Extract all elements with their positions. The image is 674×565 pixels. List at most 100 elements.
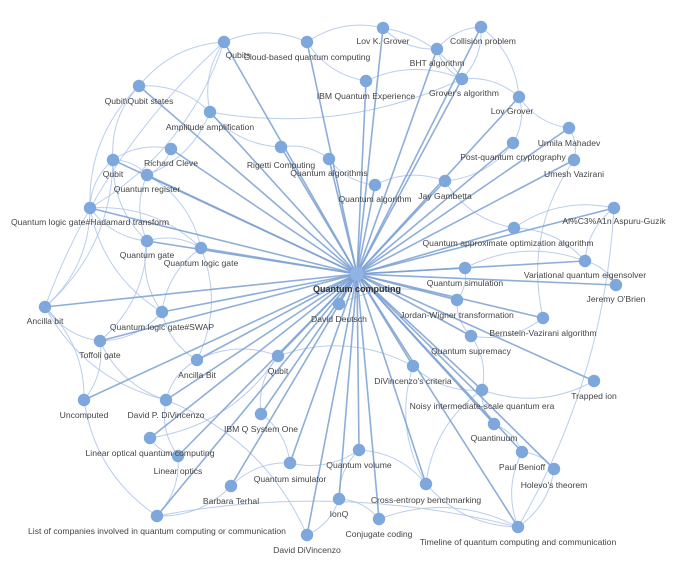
- graph-node-qvolume[interactable]: [352, 443, 366, 457]
- spoke-edge-toffoli: [99, 273, 358, 342]
- graph-edge: [89, 41, 225, 209]
- graph-node-rigetti[interactable]: [274, 140, 288, 154]
- graph-edge: [44, 306, 101, 342]
- node-label-qregister: Quantum register: [114, 184, 181, 194]
- graph-node-swap[interactable]: [155, 305, 169, 319]
- graph-node-supremacy[interactable]: [464, 329, 478, 343]
- graph-node-richard[interactable]: [164, 142, 178, 156]
- graph-node-collision[interactable]: [474, 20, 488, 34]
- graph-node-jeremy[interactable]: [609, 278, 623, 292]
- graph-node-xeb[interactable]: [419, 477, 433, 491]
- graph-edge: [358, 449, 427, 485]
- graph-node-quantinuum[interactable]: [487, 417, 501, 431]
- node-label-qubitstates: Qubit\Qubit states: [105, 96, 174, 106]
- spoke-edge-richard: [170, 148, 358, 275]
- graph-node-barbara[interactable]: [224, 479, 238, 493]
- node-label-linopt: Linear optics: [154, 466, 203, 476]
- graph-node-center[interactable]: [350, 267, 364, 281]
- graph-node-qubitstates[interactable]: [132, 79, 146, 93]
- graph-node-pqc[interactable]: [506, 136, 520, 150]
- graph-edge: [230, 462, 291, 487]
- graph-node-ancilla[interactable]: [38, 300, 52, 314]
- graph-node-qlogicgate[interactable]: [194, 241, 208, 255]
- graph-node-loqc[interactable]: [143, 431, 157, 445]
- spokes-layer: [44, 26, 617, 536]
- graph-edge: [99, 240, 148, 342]
- spoke-edge-swap: [161, 273, 358, 313]
- graph-node-bv[interactable]: [536, 311, 550, 325]
- node-label-ionq: IonQ: [330, 509, 349, 519]
- node-label-hadamard: Quantum logic gate#Hadamard transform: [11, 217, 169, 227]
- graph-edge: [480, 26, 520, 98]
- graph-node-qalgorithm[interactable]: [368, 178, 382, 192]
- graph-edge: [513, 227, 586, 262]
- graph-node-uncomputed[interactable]: [77, 393, 91, 407]
- graph-node-nisq[interactable]: [475, 383, 489, 397]
- graph-edge: [156, 455, 179, 517]
- spoke-edge-qalgorithms: [328, 158, 358, 275]
- graph-node-umesh[interactable]: [567, 153, 581, 167]
- graph-edge: [161, 311, 198, 361]
- spoke-edge-bv: [356, 273, 544, 319]
- graph-node-qsimulator[interactable]: [283, 456, 297, 470]
- graph-node-holevo[interactable]: [547, 462, 561, 476]
- graph-node-davidp[interactable]: [159, 393, 173, 407]
- graph-node-paul[interactable]: [515, 445, 529, 459]
- node-label-qalgorithms: Quantum algorithms: [290, 168, 367, 178]
- graph-edge: [44, 207, 91, 308]
- graph-edge: [260, 413, 291, 464]
- graph-node-linopt[interactable]: [171, 449, 185, 463]
- graph-edge: [365, 68, 463, 82]
- spoke-edge-holevo: [356, 273, 555, 470]
- graph-node-qalgorithms[interactable]: [322, 152, 336, 166]
- graph-node-qubit[interactable]: [106, 153, 120, 167]
- spoke-edge-trapped: [356, 273, 595, 382]
- graph-edge: [89, 207, 148, 242]
- graph-node-bht[interactable]: [430, 42, 444, 56]
- graph-edge: [138, 85, 211, 113]
- graph-node-qgate[interactable]: [140, 234, 154, 248]
- graph-node-cloud[interactable]: [300, 35, 314, 49]
- graph-node-conjugate[interactable]: [372, 512, 386, 526]
- graph-edge: [512, 96, 522, 144]
- graph-node-daviddiv[interactable]: [300, 528, 314, 542]
- graph-node-jay[interactable]: [438, 174, 452, 188]
- graph-node-trapped[interactable]: [587, 374, 601, 388]
- graph-node-hadamard[interactable]: [83, 201, 97, 215]
- graph-edge: [382, 27, 463, 80]
- node-label-qgate: Quantum gate: [120, 250, 175, 260]
- graph-node-qregister[interactable]: [140, 168, 154, 182]
- spoke-edge-bht: [356, 48, 438, 275]
- graph-node-ibmqe[interactable]: [359, 74, 373, 88]
- graph-node-ionq[interactable]: [332, 492, 346, 506]
- node-label-conjugate: Conjugate coding: [346, 529, 413, 539]
- node-label-alan: Al%C3%A1n Aspuru-Guzik: [562, 216, 666, 226]
- graph-node-timeline[interactable]: [511, 520, 525, 534]
- graph-node-qubits[interactable]: [217, 35, 231, 49]
- graph-node-lovgrover[interactable]: [512, 90, 526, 104]
- graph-node-qaoa[interactable]: [507, 221, 521, 235]
- node-label-quantinuum: Quantinuum: [471, 433, 518, 443]
- graph-node-qubit2[interactable]: [271, 349, 285, 363]
- graph-node-qsim[interactable]: [458, 261, 472, 275]
- node-label-bht: BHT algorithm: [410, 58, 465, 68]
- graph-node-alan[interactable]: [607, 201, 621, 215]
- graph-node-vqe[interactable]: [578, 254, 592, 268]
- graph-node-divcriteria[interactable]: [406, 359, 420, 373]
- spoke-edge-urmila: [356, 127, 570, 275]
- graph-node-ancillabit[interactable]: [190, 353, 204, 367]
- graph-node-lovkgrover[interactable]: [376, 21, 390, 35]
- graph-edge: [196, 348, 279, 361]
- graph-node-toffoli[interactable]: [93, 334, 107, 348]
- graph-node-urmila[interactable]: [562, 121, 576, 135]
- graph-edge: [461, 26, 482, 80]
- graph-edge: [259, 355, 279, 415]
- graph-node-ibmqsys[interactable]: [254, 407, 268, 421]
- graph-node-amplitude[interactable]: [203, 105, 217, 119]
- graph-node-grovers[interactable]: [455, 72, 469, 86]
- graph-node-deutsch[interactable]: [332, 297, 346, 311]
- graph-node-jordan[interactable]: [450, 293, 464, 307]
- graph-node-companies[interactable]: [150, 509, 164, 523]
